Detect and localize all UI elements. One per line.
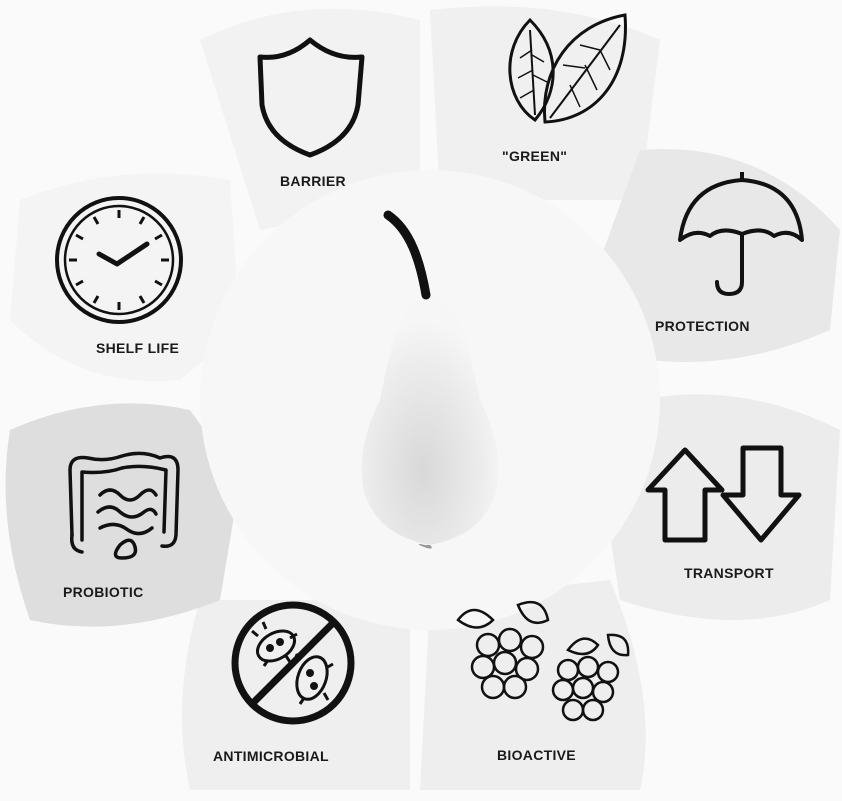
leaves-icon (500, 10, 640, 130)
label-barrier: BARRIER (280, 173, 346, 189)
label-transport: TRANSPORT (684, 565, 774, 581)
clock-icon (53, 194, 185, 326)
label-green: "GREEN" (502, 148, 567, 164)
label-shelf-life: SHELF LIFE (96, 340, 179, 356)
no-bacteria-icon (228, 598, 358, 728)
shield-icon (252, 35, 372, 160)
up-down-arrows-icon (643, 440, 803, 550)
label-protection: PROTECTION (655, 318, 750, 334)
intestine-icon (60, 440, 190, 560)
berries-icon (448, 595, 638, 730)
label-bioactive: BIOACTIVE (497, 747, 576, 763)
pear-icon (320, 210, 540, 570)
label-probiotic: PROBIOTIC (63, 584, 143, 600)
label-antimicrobial: ANTIMICROBIAL (213, 748, 329, 764)
umbrella-icon (677, 172, 807, 297)
